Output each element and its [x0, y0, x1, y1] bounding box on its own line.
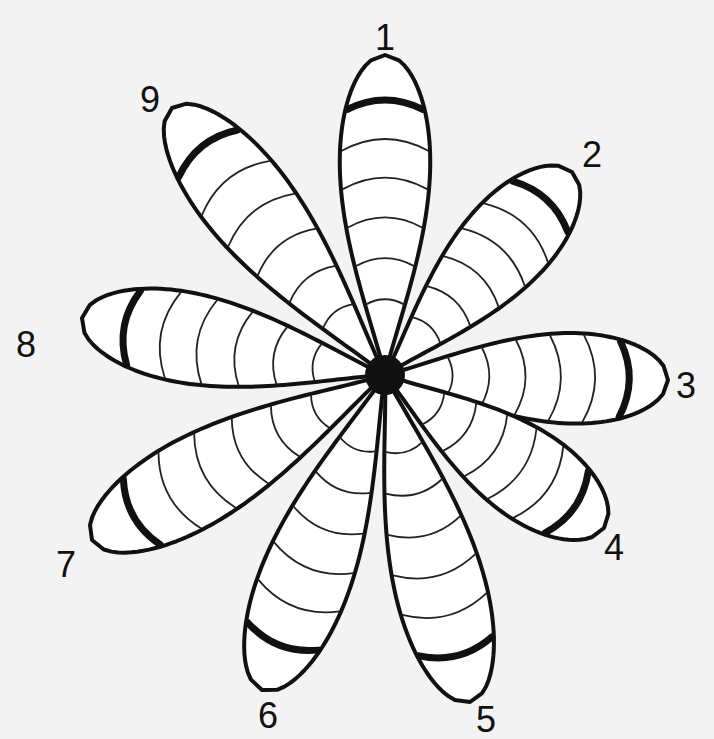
- petal-stripe: [338, 437, 376, 456]
- petal-stripe: [184, 434, 236, 514]
- petal-stripe: [342, 178, 427, 190]
- petal-stripe: [582, 335, 596, 423]
- callout-number: 2: [582, 137, 602, 173]
- petal-stripe: [264, 405, 300, 460]
- petal-stripe: [422, 393, 449, 428]
- petal-stripe: [443, 403, 483, 456]
- petal-band: [173, 123, 238, 177]
- petal-band: [419, 637, 494, 665]
- petal-band: [513, 174, 575, 232]
- petal-stripe: [548, 335, 561, 421]
- petal-stripe: [310, 342, 322, 381]
- petal-stripe: [385, 479, 444, 502]
- petal-stripe: [443, 249, 505, 308]
- petal-band: [117, 289, 140, 365]
- petal-stripe: [385, 442, 424, 457]
- petal-stripe: [153, 290, 181, 378]
- petal-stripe: [194, 151, 270, 215]
- petal-stripe: [320, 300, 354, 328]
- petal-band: [545, 471, 596, 538]
- petal-stripe: [356, 258, 415, 266]
- callout-number: 5: [476, 702, 496, 738]
- petal-stripe: [306, 394, 330, 430]
- petal-stripe: [515, 340, 527, 415]
- petal-stripe: [388, 516, 463, 545]
- petal-stripe: [513, 446, 573, 524]
- petal-band: [115, 479, 160, 549]
- petal-stripe: [462, 220, 533, 286]
- petal-stripe: [427, 280, 476, 326]
- petal-stripe: [481, 347, 490, 406]
- petal-stripe: [269, 325, 288, 384]
- callout-number: 7: [56, 547, 76, 583]
- petal-stripe: [484, 194, 556, 262]
- petal-outline: [137, 80, 421, 403]
- petal-stripe: [313, 471, 371, 500]
- petal-stripe: [412, 313, 444, 343]
- petal-stripe: [347, 217, 422, 227]
- callout-number: 3: [676, 368, 696, 404]
- callout-number: 4: [604, 530, 624, 566]
- callout-number: 6: [258, 698, 278, 734]
- petal-stripe: [190, 298, 217, 384]
- petal-stripe: [223, 418, 269, 489]
- petal-stripe: [148, 452, 201, 534]
- petal: [137, 80, 421, 403]
- petal-stripe: [284, 260, 335, 303]
- petal-stripe: [393, 554, 479, 587]
- flower-center: [365, 355, 405, 395]
- petal-stripe: [229, 310, 253, 386]
- petal-stripe: [341, 139, 428, 151]
- petal-band: [244, 623, 317, 659]
- callout-number: 1: [375, 20, 395, 56]
- petal-stripe: [221, 184, 295, 246]
- petal-stripe: [464, 415, 516, 483]
- petal-stripe: [290, 506, 364, 543]
- callout-number: 8: [16, 327, 36, 363]
- petal-stripe: [488, 429, 547, 506]
- petal-band: [347, 100, 422, 109]
- petal-stripe: [402, 593, 490, 627]
- callout-number: 9: [140, 82, 160, 118]
- petal-stripe: [254, 580, 340, 623]
- petal-stripe: [447, 357, 453, 396]
- petal-stripe: [251, 221, 316, 276]
- petal-stripe: [270, 542, 354, 584]
- petal-band: [619, 342, 630, 417]
- petal-stripe: [366, 299, 405, 304]
